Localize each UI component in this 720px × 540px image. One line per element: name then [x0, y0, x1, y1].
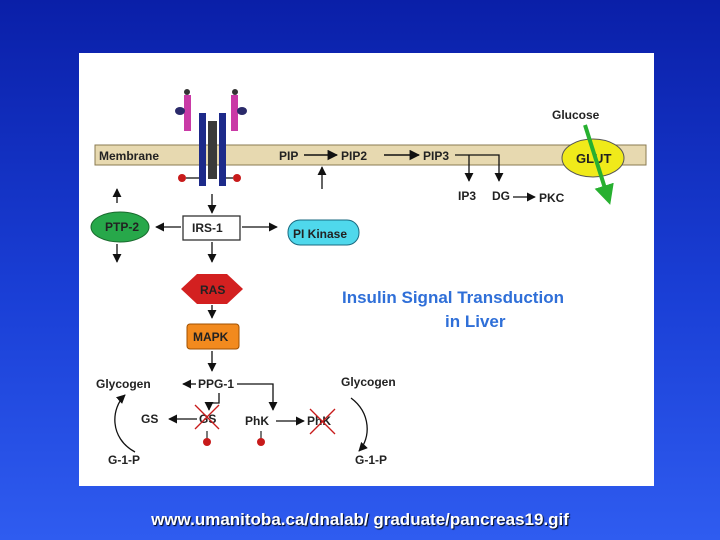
dg-label: DG	[492, 189, 510, 203]
pip-label: PIP	[279, 149, 298, 163]
g1p-left-label: G-1-P	[108, 453, 140, 467]
membrane-band	[94, 144, 647, 166]
diagram-title-line2: in Liver	[445, 312, 506, 331]
ras-label: RAS	[200, 283, 225, 297]
irs1-label: IRS-1	[192, 221, 223, 235]
insulin-signal-diagram: Membrane PIP PIP2 PIP3 IP3 DG PKC Glucos…	[90, 89, 647, 467]
irs1-node	[182, 215, 241, 241]
phk-inactive-cross	[309, 408, 336, 435]
pip2-label: PIP2	[341, 149, 367, 163]
ptp2-node	[90, 211, 150, 243]
glycogen-left-label: Glycogen	[96, 377, 151, 391]
glycogen-right-label: Glycogen	[341, 375, 396, 389]
pip3-label: PIP3	[423, 149, 449, 163]
glucose-arrow	[583, 124, 614, 205]
membrane-label: Membrane	[99, 149, 159, 163]
ptp2-label: PTP-2	[105, 220, 139, 234]
ras-node	[181, 274, 243, 304]
mapk-node	[186, 323, 240, 350]
glucose-label: Glucose	[552, 108, 600, 122]
phk-active-label: PhK	[245, 414, 269, 428]
ip3-label: IP3	[458, 189, 476, 203]
gs-inactive-cross	[194, 404, 220, 430]
pkc-label: PKC	[539, 191, 565, 205]
pi-kinase-label: PI Kinase	[293, 227, 347, 241]
glut-transporter	[561, 138, 625, 178]
source-caption: www.umanitoba.ca/dnalab/ graduate/pancre…	[151, 510, 569, 529]
slide-panel: Membrane PIP PIP2 PIP3 IP3 DG PKC Glucos…	[79, 53, 654, 486]
diagram-title-line1: Insulin Signal Transduction	[342, 288, 564, 307]
g1p-right-label: G-1-P	[355, 453, 387, 467]
gs-active-label: GS	[141, 412, 158, 426]
pi-kinase-node	[287, 219, 360, 246]
mapk-label: MAPK	[193, 330, 229, 344]
ppg1-label: PPG-1	[198, 377, 234, 391]
insulin-receptor	[175, 89, 247, 186]
